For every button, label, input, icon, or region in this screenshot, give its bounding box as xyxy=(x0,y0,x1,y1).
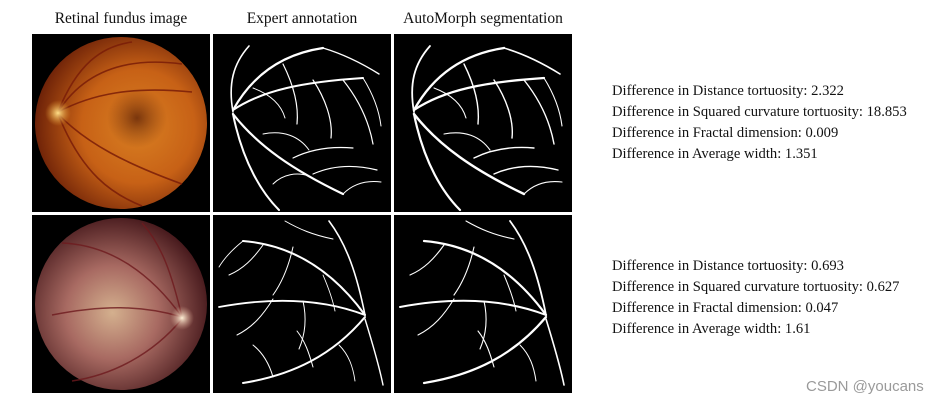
expert-annotation-row1 xyxy=(213,34,391,212)
header-fundus: Retinal fundus image xyxy=(54,10,188,27)
header-automorph-segmentation: AutoMorph segmentation xyxy=(403,10,563,27)
fundus-image-row2 xyxy=(32,215,210,393)
header-expert-annotation: Expert annotation xyxy=(246,10,358,27)
stat-average-width: Difference in Average width: 1.61 xyxy=(612,321,811,337)
stat-fractal-dimension: Difference in Fractal dimension: 0.047 xyxy=(612,300,839,316)
fundus-image-row1 xyxy=(32,34,210,212)
automorph-segmentation-row2 xyxy=(394,215,572,393)
automorph-segmentation-row1 xyxy=(394,34,572,212)
expert-annotation-row2 xyxy=(213,215,391,393)
stat-squared-curvature-tortuosity: Difference in Squared curvature tortuosi… xyxy=(612,279,900,295)
stat-squared-curvature-tortuosity: Difference in Squared curvature tortuosi… xyxy=(612,104,907,120)
stats-row1: Difference in Distance tortuosity: 2.322… xyxy=(612,81,932,165)
stat-distance-tortuosity: Difference in Distance tortuosity: 0.693 xyxy=(612,258,844,274)
stats-row2: Difference in Distance tortuosity: 0.693… xyxy=(612,256,932,340)
watermark: CSDN @youcans xyxy=(806,378,924,395)
stat-distance-tortuosity: Difference in Distance tortuosity: 2.322 xyxy=(612,83,844,99)
stat-average-width: Difference in Average width: 1.351 xyxy=(612,146,818,162)
stat-fractal-dimension: Difference in Fractal dimension: 0.009 xyxy=(612,125,839,141)
